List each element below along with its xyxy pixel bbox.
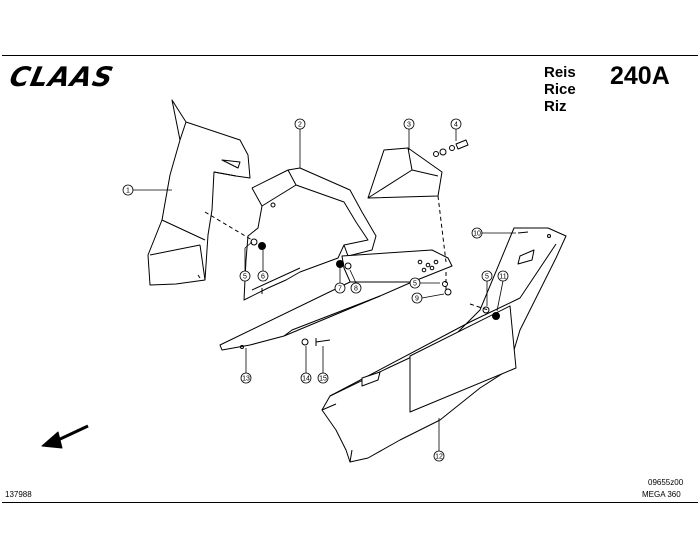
svg-text:1: 1	[126, 188, 130, 195]
svg-text:12: 12	[435, 454, 443, 461]
callout-3: 3	[403, 118, 415, 150]
svg-text:5: 5	[243, 274, 247, 281]
svg-text:5: 5	[485, 274, 489, 281]
svg-text:7: 7	[338, 286, 342, 293]
svg-text:11: 11	[499, 274, 506, 281]
callout-6: 6	[257, 250, 269, 282]
direction-arrow-icon	[41, 424, 89, 449]
callout-10: 10	[471, 227, 516, 239]
label-en: Rice	[544, 81, 576, 98]
svg-text:6: 6	[261, 274, 265, 281]
svg-text:3: 3	[407, 122, 411, 129]
svg-text:9: 9	[415, 296, 419, 303]
image-number: 137988	[5, 490, 32, 499]
fasteners	[250, 139, 529, 346]
callout-15: 15	[317, 346, 329, 384]
label-de: Reis	[544, 64, 576, 81]
svg-text:10: 10	[473, 231, 481, 238]
callout-2: 2	[294, 118, 306, 168]
part-1-side-panel	[147, 99, 251, 286]
callout-13: 13	[240, 348, 252, 384]
drawing-frame	[2, 55, 698, 503]
callout-5-left: 5	[239, 241, 253, 282]
callout-11: 11	[496, 270, 509, 312]
callout-9: 9	[411, 292, 445, 304]
svg-text:5: 5	[413, 281, 417, 288]
callout-4: 4	[450, 118, 462, 141]
svg-text:2: 2	[298, 122, 302, 129]
svg-text:14: 14	[302, 376, 310, 383]
callout-7: 7	[334, 268, 346, 294]
svg-text:8: 8	[354, 286, 358, 293]
part-13-strip	[219, 281, 413, 351]
callout-8: 8	[349, 269, 362, 294]
callout-14: 14	[300, 346, 312, 384]
label-fr: Riz	[544, 98, 567, 115]
part-12-cover	[321, 227, 567, 463]
svg-text:4: 4	[454, 122, 458, 129]
doc-reference: 09655z00	[648, 478, 684, 487]
svg-text:15: 15	[319, 376, 327, 383]
model-name: MEGA 360	[642, 490, 681, 499]
callout-5-mid: 5	[409, 277, 440, 289]
language-labels: Reis Rice Riz	[544, 64, 576, 115]
callout-5-right: 5	[481, 270, 493, 306]
section-code: 240A	[610, 62, 670, 90]
part-2-bracket	[243, 167, 377, 301]
callout-12: 12	[433, 418, 445, 462]
part-3-small-bracket	[367, 147, 443, 199]
callout-1: 1	[122, 184, 172, 196]
svg-text:13: 13	[242, 376, 250, 383]
